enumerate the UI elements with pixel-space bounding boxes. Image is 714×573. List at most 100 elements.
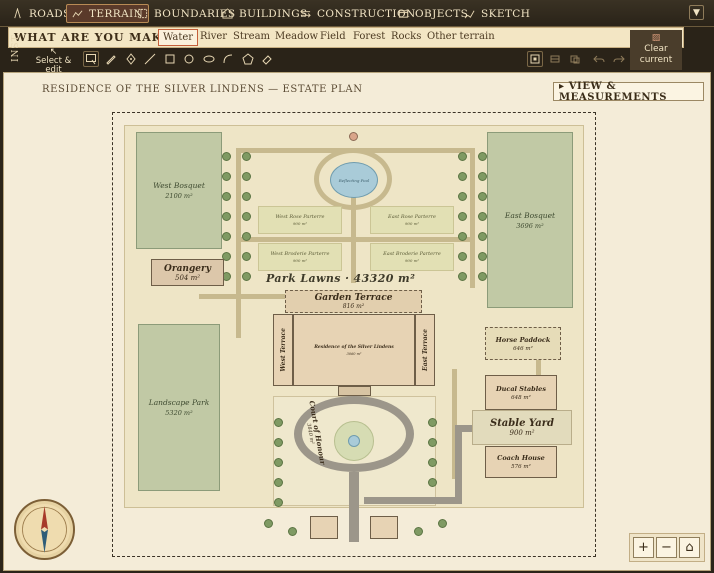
tree xyxy=(478,252,487,261)
west-gate-lodge[interactable] xyxy=(310,516,338,539)
grid-snap-icon[interactable] xyxy=(527,51,543,67)
area-size: 900 m² xyxy=(404,258,420,263)
tree xyxy=(242,152,251,161)
west-terrace[interactable]: West Terrace xyxy=(273,314,293,386)
map-canvas[interactable]: RESIDENCE OF THE SILVER LINDENS — ESTATE… xyxy=(3,72,711,571)
area-name: East Rose Parterre xyxy=(388,214,436,220)
pool-surround xyxy=(314,148,392,210)
tree xyxy=(242,232,251,241)
tab-sketch[interactable]: SKETCH xyxy=(464,4,530,23)
paddock-link xyxy=(536,359,541,377)
tab-boundaries[interactable]: BOUNDARIES xyxy=(137,4,235,23)
east-rose-parterre[interactable]: East Rose Parterre 900 m² xyxy=(370,206,454,234)
building-name: Garden Terrace xyxy=(314,293,393,303)
clear-current-button[interactable]: ▨ Clear current xyxy=(630,30,682,70)
option-river[interactable]: River xyxy=(200,31,228,42)
landscape-park-area[interactable]: Landscape Park 5320 m² xyxy=(138,324,220,491)
ducal-stables[interactable]: Ducal Stables 648 m² xyxy=(485,375,557,410)
tree xyxy=(428,458,437,467)
pavilion[interactable] xyxy=(349,132,358,141)
tree xyxy=(264,519,273,528)
home-icon[interactable]: ⌂ xyxy=(679,537,700,558)
tab-roads[interactable]: ROADS xyxy=(12,4,71,23)
redo-icon[interactable] xyxy=(611,51,627,67)
cross-path xyxy=(240,237,472,242)
area-name: East Broderie Parterre xyxy=(383,251,441,257)
tree xyxy=(222,152,231,161)
circle-icon[interactable] xyxy=(181,51,197,67)
tree xyxy=(458,232,467,241)
east-bosquet-area[interactable]: East Bosquet 3696 m² xyxy=(487,132,573,308)
building-name: Residence of the Silver Lindens xyxy=(314,344,394,350)
tree xyxy=(458,252,467,261)
zoom-out-button[interactable]: − xyxy=(656,537,677,558)
coach-house[interactable]: Coach House 576 m² xyxy=(485,446,557,478)
tab-construction[interactable]: CONSTRUCTION xyxy=(300,4,416,23)
building-icon xyxy=(222,8,233,19)
zoom-in-button[interactable]: + xyxy=(633,537,654,558)
building-name: West Terrace xyxy=(279,328,287,372)
west-rose-parterre[interactable]: West Rose Parterre 900 m² xyxy=(258,206,342,234)
option-rocks[interactable]: Rocks xyxy=(391,31,422,42)
option-meadow[interactable]: Meadow xyxy=(275,31,319,42)
option-stream[interactable]: Stream xyxy=(233,31,271,42)
option-field[interactable]: Field xyxy=(320,31,346,42)
area-name: Landscape Park xyxy=(148,398,210,407)
eraser-icon[interactable] xyxy=(259,51,275,67)
east-broderie-parterre[interactable]: East Broderie Parterre 900 m² xyxy=(370,243,454,271)
tab-objects[interactable]: OBJECTS xyxy=(398,4,468,23)
option-water[interactable]: Water xyxy=(158,29,199,46)
instructions-tab[interactable]: INST xyxy=(11,34,21,63)
court-fountain[interactable] xyxy=(348,435,360,447)
chevron-down-icon[interactable]: ▼ xyxy=(689,5,704,20)
option-forest[interactable]: Forest xyxy=(353,31,386,42)
west-avenue-path xyxy=(236,148,241,338)
pen-icon[interactable] xyxy=(103,51,119,67)
select-edit-button[interactable]: ↖ Select & edit xyxy=(28,48,79,75)
court-drive[interactable] xyxy=(294,396,414,472)
tree xyxy=(458,172,467,181)
compass-icon xyxy=(22,506,67,553)
tab-label: SKETCH xyxy=(481,7,531,20)
tree xyxy=(288,527,297,536)
tab-label: CONSTRUCTION xyxy=(317,7,416,20)
service-road[interactable] xyxy=(364,497,461,504)
tree xyxy=(242,172,251,181)
fill-icon[interactable] xyxy=(123,51,139,67)
ellipse-icon[interactable] xyxy=(201,51,217,67)
east-terrace[interactable]: East Terrace xyxy=(415,314,435,386)
arc-icon[interactable] xyxy=(220,51,236,67)
option-other-terrain[interactable]: Other terrain xyxy=(427,31,495,42)
orangery-path xyxy=(199,294,289,299)
tree xyxy=(274,478,283,487)
tab-terrain[interactable]: TERRAIN xyxy=(66,4,150,23)
building-size: 646 m² xyxy=(513,345,533,352)
view-measurements-button[interactable]: ▸ VIEW & MEASUREMENTS xyxy=(553,81,704,103)
tab-buildings[interactable]: BUILDINGS xyxy=(222,4,308,23)
horse-paddock[interactable]: Horse Paddock 646 m² xyxy=(485,327,561,360)
stable-yard[interactable]: Stable Yard 900 m² xyxy=(472,410,572,445)
rectangle-icon[interactable] xyxy=(162,51,178,67)
building-name: Orangery xyxy=(164,263,211,274)
polygon-icon[interactable] xyxy=(240,51,256,67)
layers-icon[interactable] xyxy=(547,51,563,67)
line-icon[interactable] xyxy=(142,51,158,67)
residence-building[interactable]: Residence of the Silver Lindens 3060 m² xyxy=(293,314,415,386)
west-bosquet-area[interactable]: West Bosquet 2100 m² xyxy=(136,132,222,249)
copy-icon[interactable] xyxy=(567,51,583,67)
undo-icon[interactable] xyxy=(591,51,607,67)
tab-label: BOUNDARIES xyxy=(154,7,236,20)
entrance-drive[interactable] xyxy=(349,472,359,542)
tree xyxy=(428,438,437,447)
estate-boundary[interactable] xyxy=(112,112,596,557)
garden-terrace[interactable]: Garden Terrace 816 m² xyxy=(285,290,422,313)
tree xyxy=(222,212,231,221)
select-rect-icon[interactable] xyxy=(83,51,99,67)
east-gate-lodge[interactable] xyxy=(370,516,398,539)
west-broderie-parterre[interactable]: West Broderie Parterre 900 m² xyxy=(258,243,342,271)
orangery-building[interactable]: Orangery 504 m² xyxy=(151,259,224,286)
reflecting-pool[interactable]: Reflecting Pool xyxy=(330,162,378,198)
tree xyxy=(478,232,487,241)
service-road-north[interactable] xyxy=(455,425,462,504)
building-name: Ducal Stables xyxy=(496,384,546,393)
